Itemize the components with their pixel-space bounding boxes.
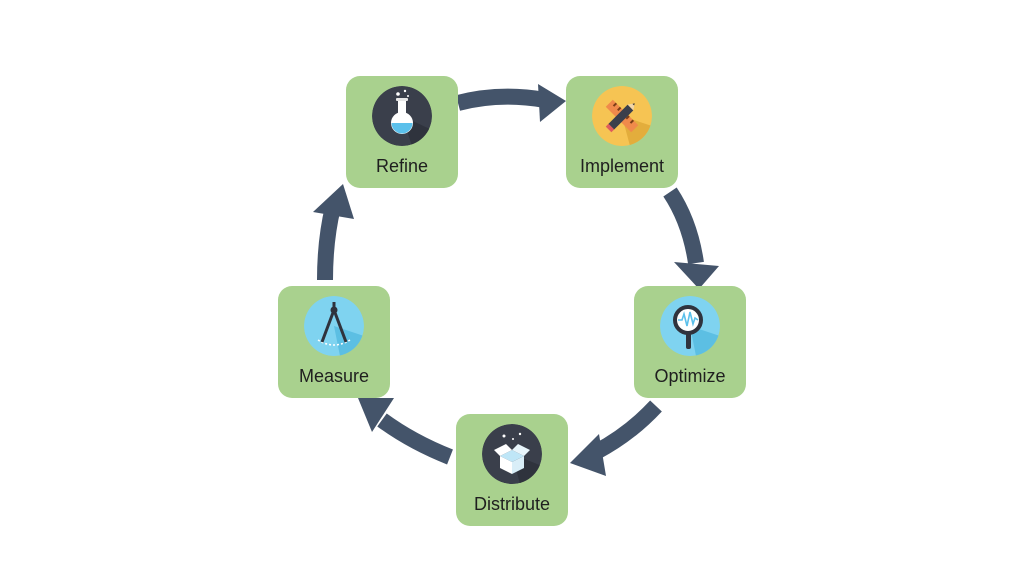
step-label-measure: Measure <box>298 366 370 386</box>
arrow-measure-to-refine <box>313 184 354 281</box>
step-label-optimize: Optimize <box>654 366 726 386</box>
open-box-icon <box>482 424 542 484</box>
step-measure: Measure <box>278 286 390 398</box>
step-implement: Implement <box>566 76 678 188</box>
arrow-implement-to-optimize <box>663 187 719 289</box>
step-label-distribute: Distribute <box>473 494 551 514</box>
flask-icon <box>372 86 432 146</box>
arrow-distribute-to-measure <box>358 398 453 465</box>
step-refine: Refine <box>346 76 458 188</box>
step-label-refine: Refine <box>375 156 429 176</box>
step-distribute: Distribute <box>456 414 568 526</box>
step-optimize: Optimize <box>634 286 746 398</box>
magnifier-icon <box>660 296 720 356</box>
compass-icon <box>304 296 364 356</box>
step-label-implement: Implement <box>579 156 665 176</box>
pencil-ruler-icon <box>592 86 652 146</box>
arrow-optimize-to-distribute <box>570 400 662 476</box>
arrow-refine-to-implement <box>455 84 566 122</box>
